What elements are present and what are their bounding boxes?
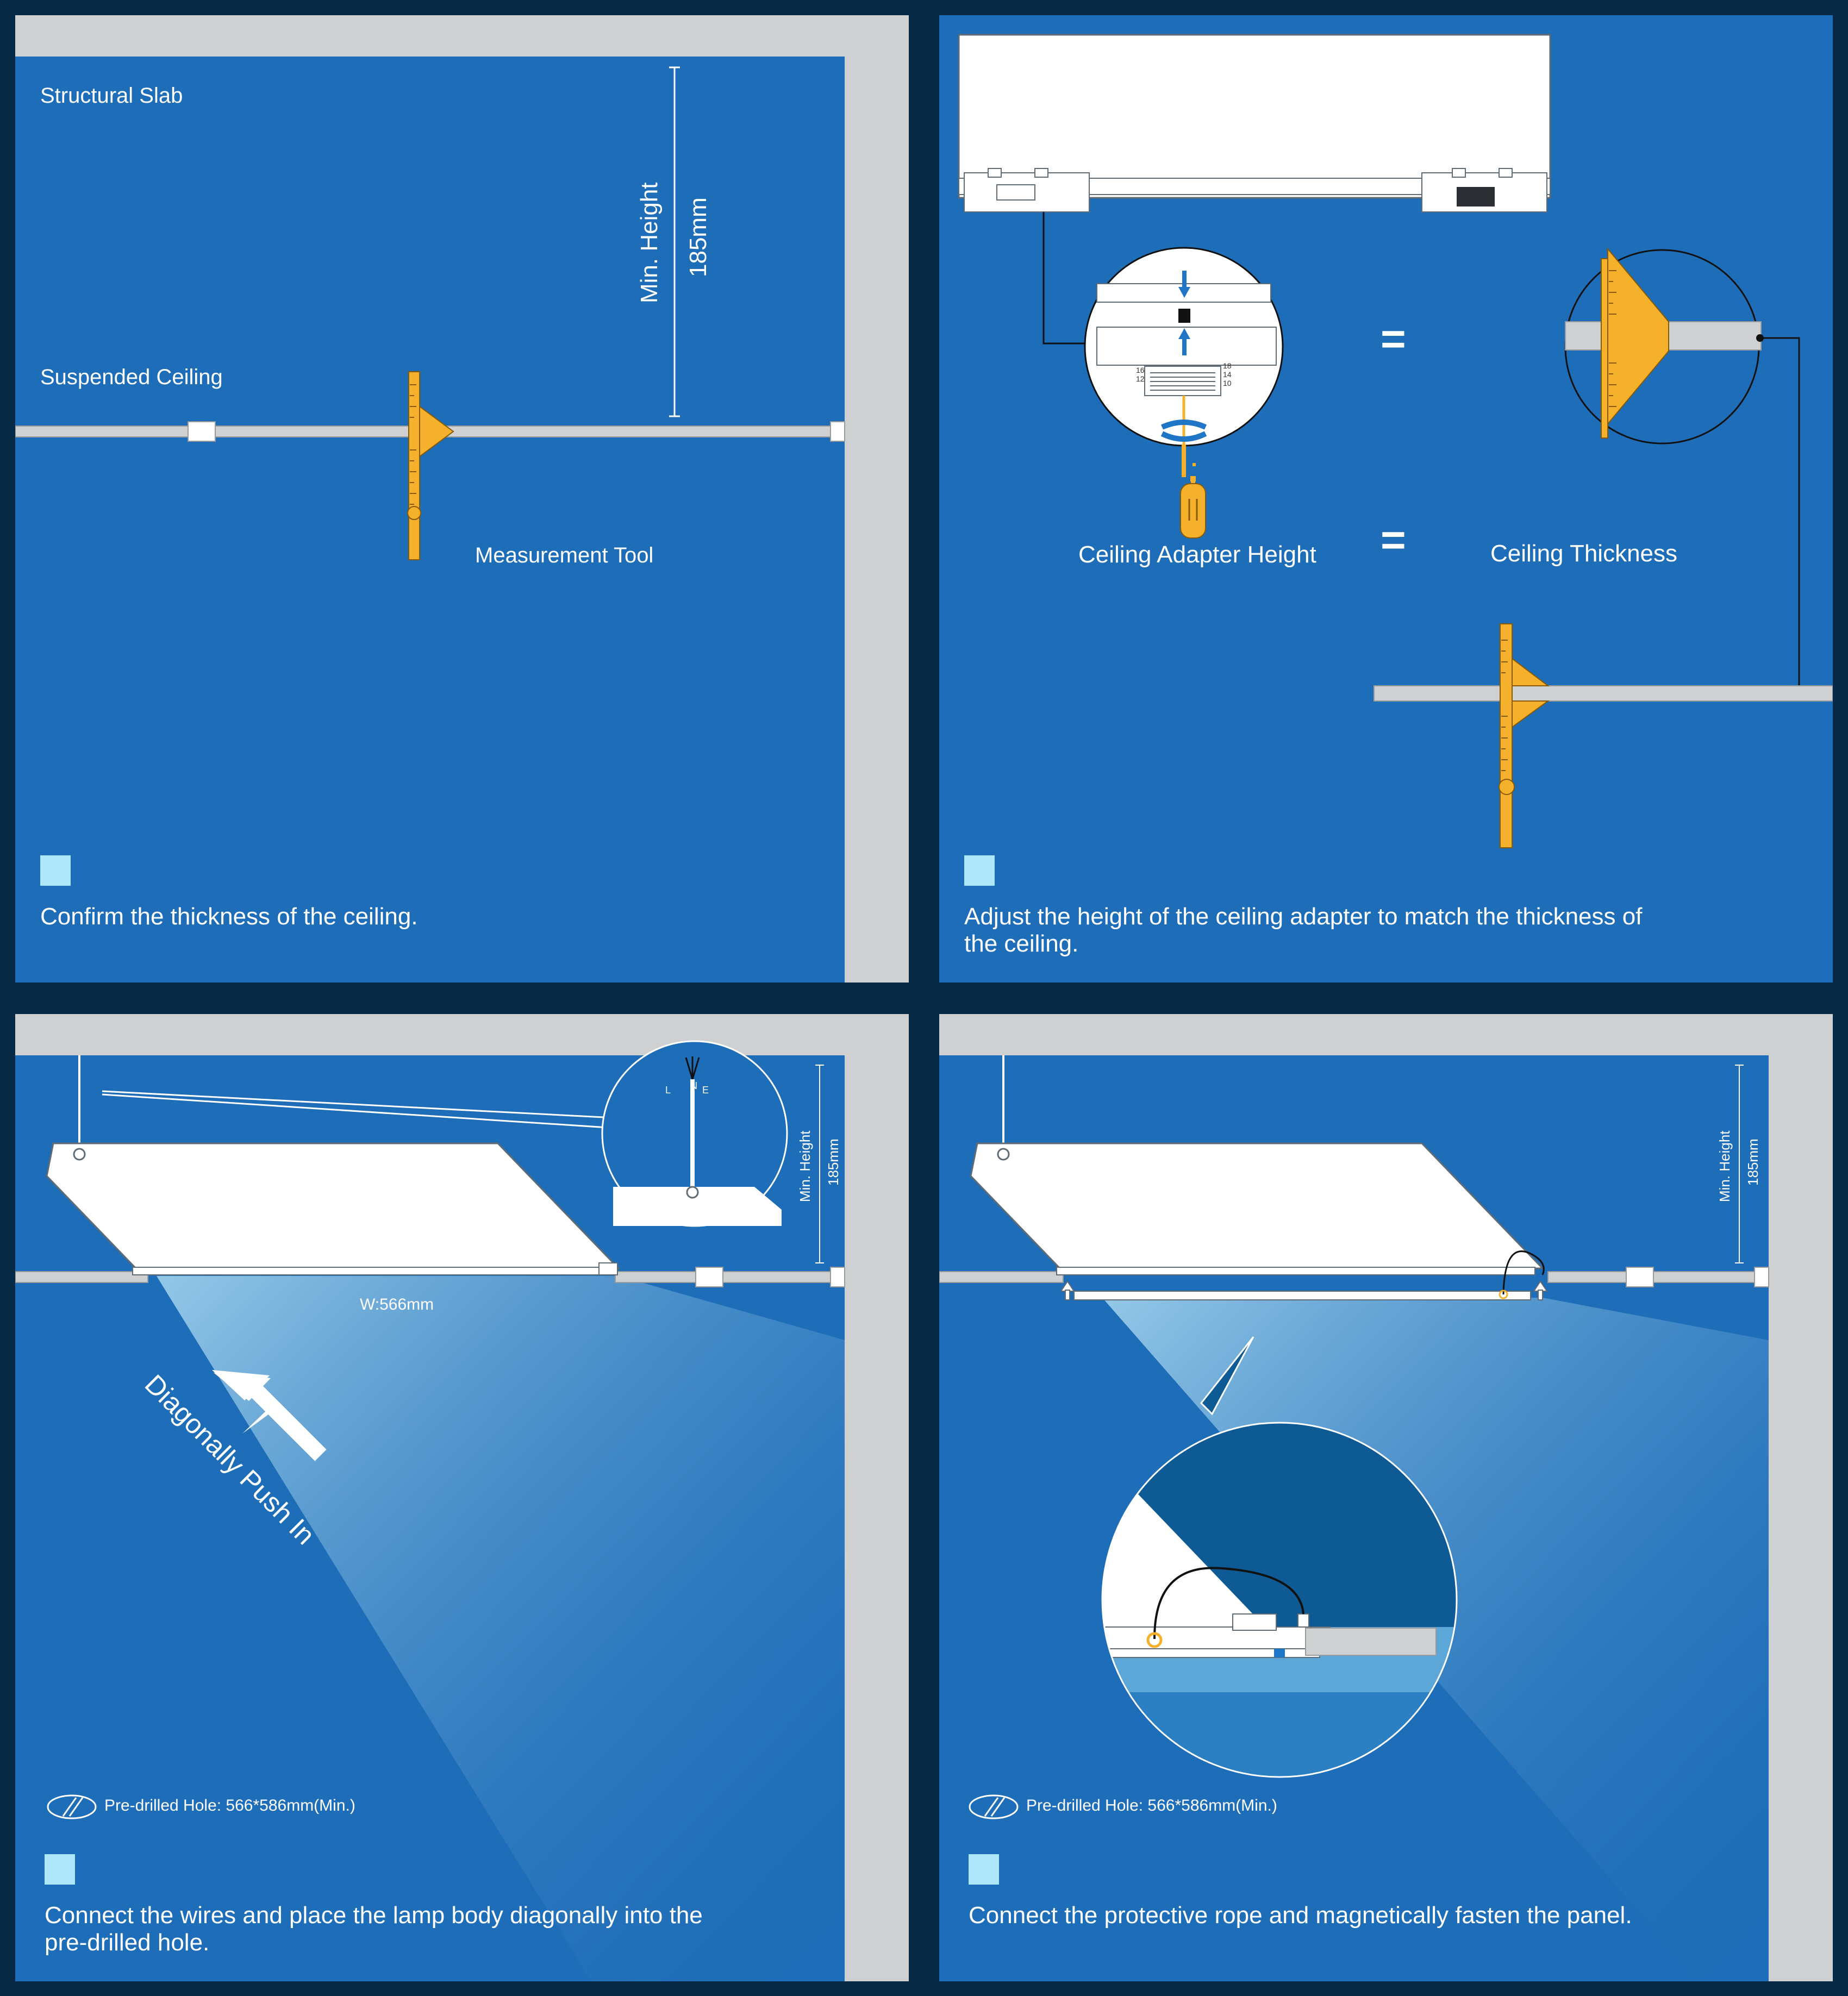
- ceiling-rail-left: [15, 1271, 148, 1283]
- adapter-zoom-circle: [1084, 247, 1284, 447]
- step-marker: [45, 1854, 75, 1885]
- structural-slab: [15, 15, 909, 57]
- step-3-illustration: [15, 1014, 909, 1981]
- ceiling-rail-left: [939, 1271, 1064, 1283]
- lamp-panel: [46, 1142, 621, 1275]
- wall: [845, 57, 909, 983]
- wall: [1769, 1055, 1833, 1981]
- step-2-caption: Adjust the height of the ceiling adapter…: [964, 903, 1643, 957]
- scale-number: 14: [1223, 370, 1232, 379]
- screwdriver-handle-icon: [1180, 476, 1206, 539]
- equals-sign-bottom: =: [1381, 516, 1406, 564]
- hole-size-icon: [969, 1794, 1019, 1819]
- tee-connector: [695, 1267, 723, 1287]
- scale-number: 16: [1136, 366, 1145, 374]
- step-4-caption: Connect the protective rope and magnetic…: [969, 1902, 1632, 1929]
- structural-slab: [15, 1014, 909, 1055]
- width-label: W:566mm: [360, 1296, 434, 1313]
- pre-drilled-hole-note: Pre-drilled Hole: 566*586mm(Min.): [104, 1797, 355, 1814]
- structural-slab-label: Structural Slab: [40, 84, 183, 108]
- magnet-arrow-icon: [1060, 1280, 1548, 1300]
- lamp-panel-side-view: [958, 34, 1551, 212]
- dimension-line: [815, 1065, 824, 1263]
- ceiling-rail: [1373, 685, 1833, 702]
- scale-number: 10: [1223, 379, 1232, 387]
- step-marker: [969, 1854, 999, 1885]
- tee-connector: [1626, 1267, 1654, 1287]
- protective-rope: [1502, 1250, 1545, 1295]
- height-value-label: 185mm: [1745, 1138, 1761, 1186]
- wire-label-n: N: [690, 1080, 697, 1091]
- ceiling-adapter-height-label: Ceiling Adapter Height: [1078, 541, 1316, 568]
- height-value-label: 185mm: [825, 1138, 841, 1186]
- step-4-panel: Min. Height 185mm Pre-drilled Hole: 566*…: [939, 1014, 1833, 1981]
- zoom-pointer: [102, 1090, 635, 1130]
- measurement-tool-icon: [407, 371, 454, 560]
- dimension-line: [1735, 1065, 1744, 1263]
- step-1-illustration: [15, 15, 909, 983]
- min-height-label: Min. Height: [797, 1130, 813, 1203]
- hole-size-icon: [47, 1794, 97, 1819]
- ceiling-rail-right: [1547, 1271, 1769, 1283]
- dimension-line: [669, 66, 680, 417]
- step-marker: [40, 855, 71, 886]
- structural-slab: [939, 1014, 1833, 1055]
- step-3-panel: L N E Min. Height 185mm W:566mm Diagonal…: [15, 1014, 909, 1981]
- scale-number: 18: [1223, 361, 1232, 370]
- thickness-zoom-circle: [1564, 247, 1762, 445]
- light-beam: [157, 1276, 845, 1981]
- wire-label-e: E: [702, 1085, 709, 1096]
- wall: [845, 1055, 909, 1981]
- suspended-ceiling-label: Suspended Ceiling: [40, 365, 223, 389]
- height-value-label: 185mm: [685, 197, 711, 277]
- lamp-panel: [970, 1142, 1545, 1275]
- front-frame: [1073, 1291, 1531, 1300]
- min-height-label: Min. Height: [1716, 1130, 1733, 1203]
- step-1-panel: Structural Slab Suspended Ceiling Min. H…: [15, 15, 909, 983]
- ceiling-rail-right: [615, 1271, 845, 1283]
- scale-number: 12: [1136, 374, 1145, 383]
- wall-angle: [1754, 1267, 1769, 1287]
- ceiling-thickness-label: Ceiling Thickness: [1490, 540, 1678, 567]
- step-2-panel: 16 12 18 14 10 = = Ceiling Adapter Heigh…: [939, 15, 1833, 983]
- wall-angle: [830, 1267, 845, 1287]
- push-direction-arrow-icon: [214, 1373, 327, 1461]
- measurement-tool-icon: [1499, 623, 1550, 848]
- screwdriver-icon: [1182, 445, 1196, 481]
- zoom-pointer: [1200, 1336, 1254, 1416]
- step-4-illustration: [939, 1014, 1833, 1981]
- equals-sign-top: =: [1381, 315, 1406, 363]
- wire-label-l: L: [665, 1085, 671, 1096]
- pre-drilled-hole-note: Pre-drilled Hole: 566*586mm(Min.): [1026, 1797, 1277, 1814]
- step-1-caption: Confirm the thickness of the ceiling.: [40, 903, 418, 930]
- min-height-label: Min. Height: [636, 182, 663, 303]
- step-marker: [964, 855, 995, 886]
- callout-line-right: [1760, 337, 1800, 692]
- callout-line-left: [1042, 212, 1103, 345]
- tee-connector: [188, 421, 216, 442]
- step-3-caption: Connect the wires and place the lamp bod…: [45, 1902, 703, 1956]
- wire-zoom-circle: [601, 1040, 788, 1227]
- measurement-tool-label: Measurement Tool: [475, 543, 654, 567]
- step-2-illustration: [958, 34, 1833, 848]
- wall-angle: [830, 421, 845, 442]
